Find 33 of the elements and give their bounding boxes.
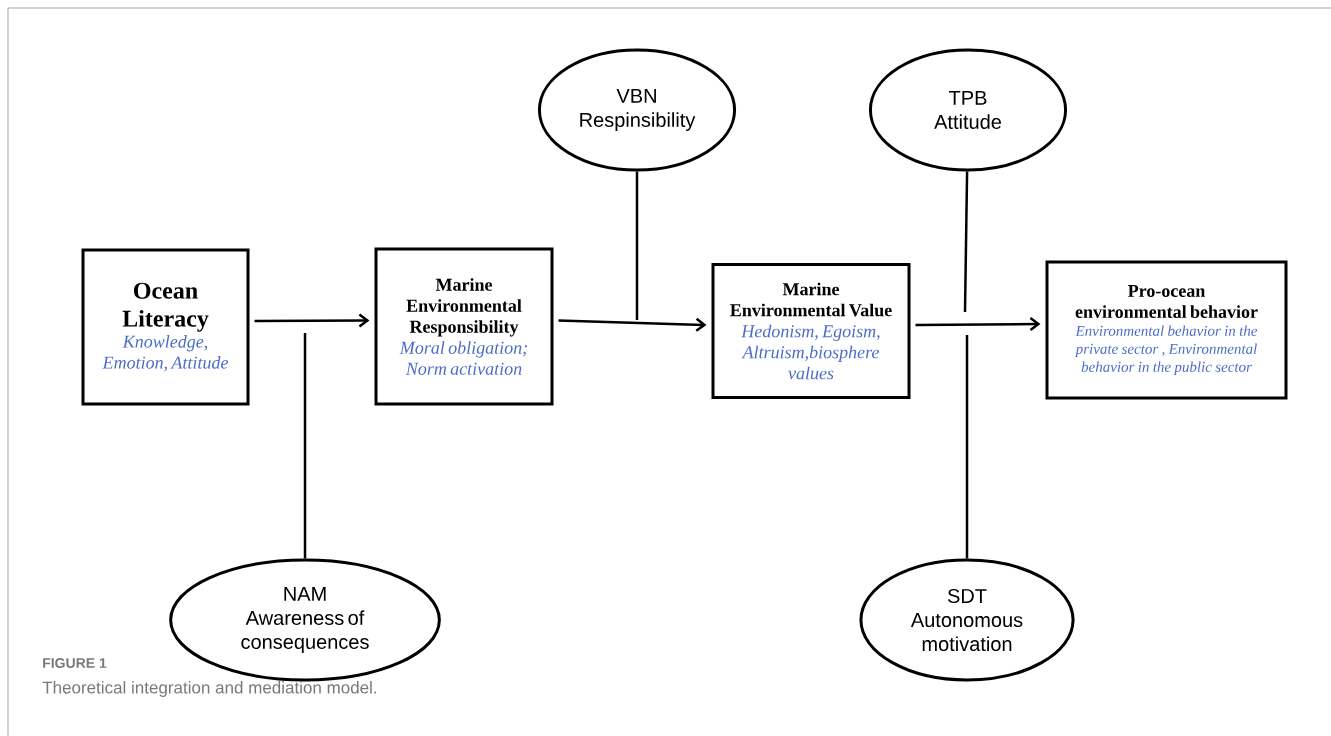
connector-line — [963, 171, 969, 313]
theory-label: Respinsibility — [580, 112, 696, 131]
arrow — [254, 313, 370, 328]
theory-label: Awareness of consequences — [241, 610, 369, 653]
arrow — [915, 317, 1041, 332]
figure-caption: Theoretical integration and mediation model. — [42, 681, 377, 697]
connector-line — [635, 171, 639, 320]
theory-label: Autonomous motivation — [910, 613, 1023, 652]
box-title: Ocean Literacy — [122, 282, 209, 332]
concept-box — [81, 248, 250, 406]
theory-ellipse — [859, 558, 1075, 682]
box-subtitle: Hedonism, Egoism, Altruism,biosphere values — [741, 324, 880, 380]
theory-ellipse — [537, 48, 737, 172]
theory-ellipse — [169, 558, 441, 682]
box-subtitle: Environmental behavior in the private sector , Environmental behavior in the public sector — [1074, 325, 1258, 375]
theory-label: NAM — [284, 587, 326, 601]
theory-label: Attitude — [934, 114, 1001, 129]
figure-number: FIGURE 1 — [43, 658, 107, 668]
theory-label: SDT — [947, 588, 987, 604]
box-subtitle: Knowledge, Emotion, Attitude — [102, 335, 229, 372]
arrow — [558, 317, 707, 332]
connector-line — [303, 333, 307, 559]
theory-ellipse — [868, 48, 1068, 172]
box-subtitle: Moral obligation; Norm activation — [399, 341, 527, 375]
box-title: Marine Environmental Responsibility — [406, 278, 522, 337]
concept-box — [1045, 260, 1288, 400]
theory-label: VBN — [616, 89, 656, 103]
concept-box — [711, 263, 911, 399]
box-title: Pro-ocean environmental behavior — [1075, 285, 1258, 318]
concept-box — [374, 247, 554, 406]
box-title: Marine Environmental Value — [730, 282, 892, 317]
connector-line — [965, 335, 969, 559]
theory-label: TPB — [949, 91, 987, 105]
